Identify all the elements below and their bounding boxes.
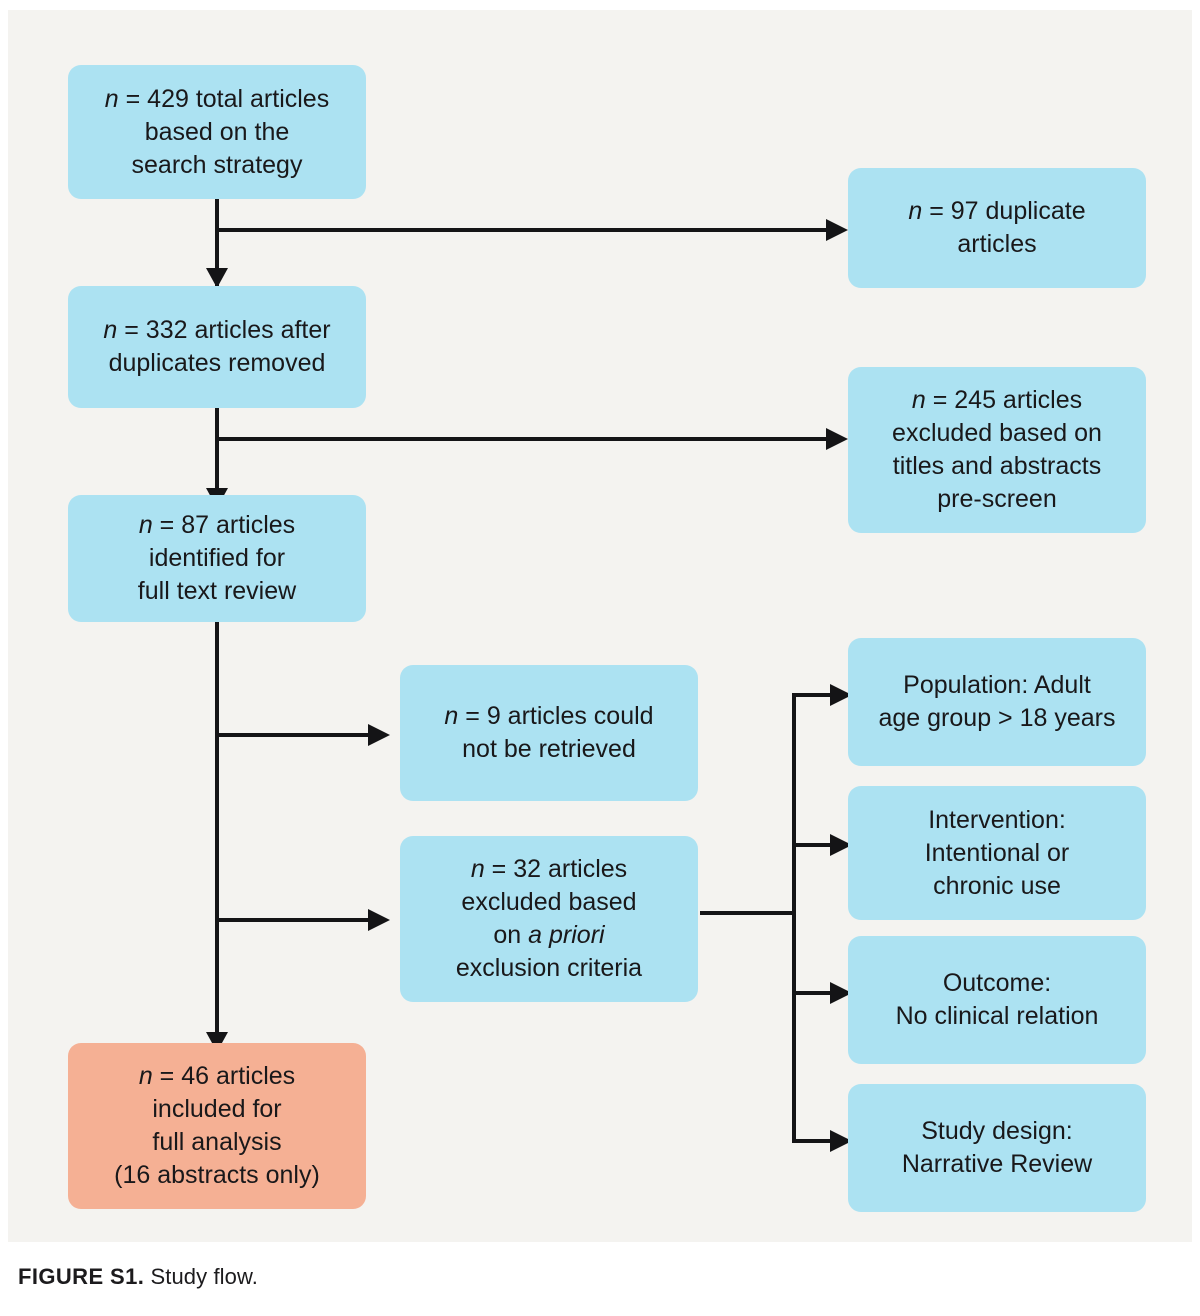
connector-trunk-3 [215,622,219,1037]
n-symbol: n [470,855,485,883]
figure-caption: FIGURE S1. Study flow. [18,1264,258,1290]
arrow-to-criteria-population [830,684,852,706]
connector-branch-population [792,693,842,697]
n-symbol: n [103,316,118,344]
figure-caption-label: FIGURE S1. [18,1264,145,1289]
connector-trunk-2 [215,408,219,508]
arrow-to-excluded-apriori [368,909,390,931]
connector-branch-outcome [792,991,842,995]
a-priori-italic: a priori [528,921,605,949]
arrow-to-after-duplicates [206,268,228,288]
connector-branch-intervention [792,843,842,847]
connector-branch-duplicates [215,228,840,232]
arrow-to-criteria-intervention [830,834,852,856]
arrow-to-not-retrieved [368,724,390,746]
node-criteria-study-design-text: Study design:Narrative Review [901,1117,1093,1178]
connector-branch-prescreen [215,437,840,441]
n-symbol: n [104,84,119,113]
n-symbol: n [138,1062,153,1090]
n-symbol: n [908,197,923,225]
figure-caption-text: Study flow. [150,1264,258,1289]
connector-branch-excluded-apriori [215,918,380,922]
connector-branch-study-design [792,1139,842,1143]
n-symbol: n [138,511,153,539]
node-criteria-outcome[interactable]: Outcome:No clinical relation [848,936,1146,1064]
arrow-to-duplicates [826,219,848,241]
n-symbol: n [444,702,459,730]
connector-trunk-1 [215,198,219,290]
arrow-to-excluded-prescreen [826,428,848,450]
arrow-to-criteria-study-design [830,1130,852,1152]
arrow-to-criteria-outcome [830,982,852,1004]
node-criteria-outcome-text: Outcome:No clinical relation [895,969,1099,1030]
connector-criteria-bus [792,693,796,1143]
node-criteria-study-design[interactable]: Study design:Narrative Review [848,1084,1146,1212]
connector-apriori-to-bus [700,911,796,915]
connector-branch-not-retrieved [215,733,380,737]
n-symbol: n [911,386,926,414]
